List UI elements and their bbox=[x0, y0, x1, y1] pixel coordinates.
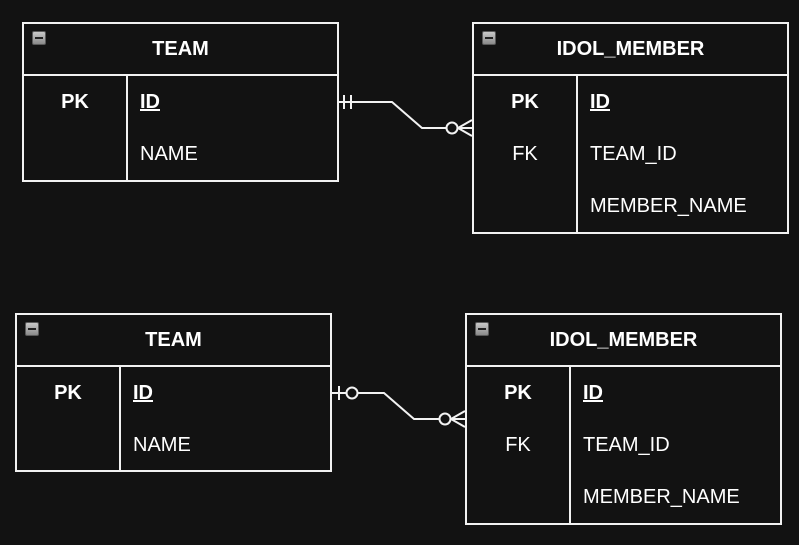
entity-header: TEAM bbox=[17, 315, 330, 367]
idol-member-entity-1[interactable]: IDOL_MEMBER PK FK ID TEAM_ID MEMBER_NAME bbox=[472, 22, 789, 234]
collapse-icon[interactable] bbox=[32, 31, 46, 45]
key-cell bbox=[24, 128, 126, 180]
key-cell bbox=[474, 180, 576, 232]
zero-circle bbox=[438, 412, 452, 426]
attribute-column: ID NAME bbox=[121, 367, 330, 471]
entity-body: PK FK ID TEAM_ID MEMBER_NAME bbox=[474, 76, 787, 232]
team-entity-1[interactable]: TEAM PK ID NAME bbox=[22, 22, 339, 182]
attribute-cell[interactable]: MEMBER_NAME bbox=[590, 194, 747, 217]
key-column: PK FK bbox=[467, 367, 571, 523]
key-cell: FK bbox=[512, 142, 538, 165]
collapse-icon[interactable] bbox=[475, 322, 489, 336]
crow-foot-prong bbox=[457, 119, 473, 129]
key-cell: FK bbox=[505, 433, 531, 456]
relationship-line-2[interactable] bbox=[332, 386, 466, 428]
key-cell: PK bbox=[511, 90, 539, 113]
relationship-line-1[interactable] bbox=[339, 95, 473, 137]
attribute-column: ID TEAM_ID MEMBER_NAME bbox=[578, 76, 787, 232]
attribute-column: ID NAME bbox=[128, 76, 337, 180]
key-cell: PK bbox=[61, 90, 89, 113]
key-cell bbox=[467, 471, 569, 523]
crow-foot-prong bbox=[457, 127, 473, 137]
collapse-icon[interactable] bbox=[482, 31, 496, 45]
crow-foot-prong bbox=[450, 418, 466, 428]
entity-title: IDOL_MEMBER bbox=[549, 328, 698, 351]
zero-circle bbox=[345, 386, 359, 400]
attribute-cell[interactable]: TEAM_ID bbox=[583, 433, 670, 456]
key-column: PK bbox=[24, 76, 128, 180]
entity-body: PK ID NAME bbox=[24, 76, 337, 180]
attribute-cell[interactable]: NAME bbox=[140, 142, 198, 165]
key-column: PK FK bbox=[474, 76, 578, 232]
entity-header: IDOL_MEMBER bbox=[467, 315, 780, 367]
entity-header: IDOL_MEMBER bbox=[474, 24, 787, 76]
attribute-column: ID TEAM_ID MEMBER_NAME bbox=[571, 367, 780, 523]
entity-title: IDOL_MEMBER bbox=[556, 37, 705, 60]
attribute-cell[interactable]: ID bbox=[140, 90, 160, 113]
crow-foot-prong bbox=[450, 410, 466, 420]
key-cell: PK bbox=[54, 381, 82, 404]
entity-body: PK ID NAME bbox=[17, 367, 330, 471]
attribute-cell[interactable]: NAME bbox=[133, 433, 191, 456]
entity-body: PK FK ID TEAM_ID MEMBER_NAME bbox=[467, 367, 780, 523]
entity-title: TEAM bbox=[152, 37, 209, 60]
key-cell bbox=[17, 419, 119, 471]
entity-title: TEAM bbox=[145, 328, 202, 351]
attribute-cell[interactable]: ID bbox=[590, 90, 610, 113]
attribute-cell[interactable]: TEAM_ID bbox=[590, 142, 677, 165]
key-column: PK bbox=[17, 367, 121, 471]
attribute-cell[interactable]: MEMBER_NAME bbox=[583, 485, 740, 508]
entity-header: TEAM bbox=[24, 24, 337, 76]
idol-member-entity-2[interactable]: IDOL_MEMBER PK FK ID TEAM_ID MEMBER_NAME bbox=[465, 313, 782, 525]
team-entity-2[interactable]: TEAM PK ID NAME bbox=[15, 313, 332, 472]
collapse-icon[interactable] bbox=[25, 322, 39, 336]
zero-circle bbox=[445, 121, 459, 135]
attribute-cell[interactable]: ID bbox=[583, 381, 603, 404]
key-cell: PK bbox=[504, 381, 532, 404]
attribute-cell[interactable]: ID bbox=[133, 381, 153, 404]
